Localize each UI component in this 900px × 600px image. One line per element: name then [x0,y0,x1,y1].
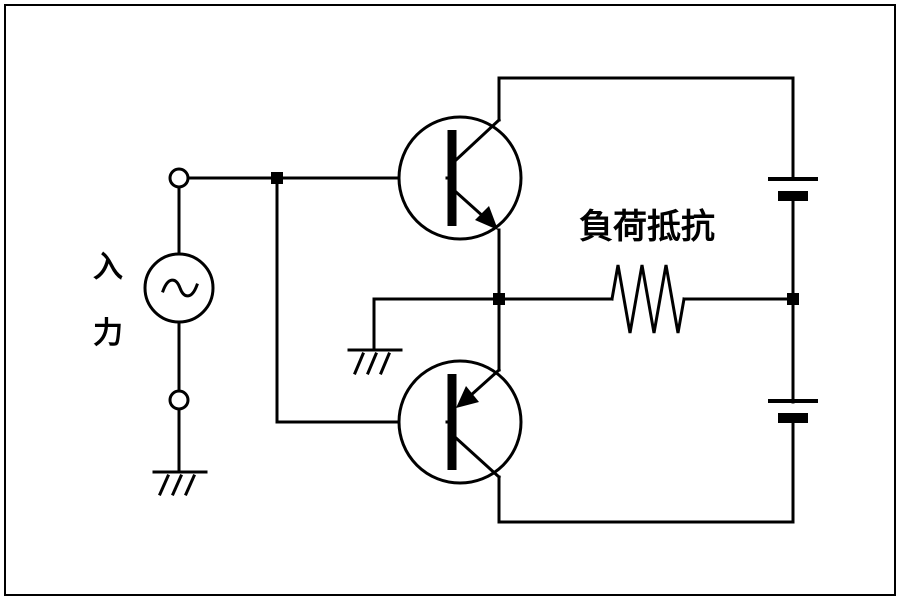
battery-bottom [768,399,818,423]
junction-dot-center [493,293,505,305]
load-resistor [610,264,686,334]
junction-dot-input [271,172,283,184]
input-terminal-bottom [168,389,190,411]
ground-symbol-input [152,470,208,496]
battery-top [768,177,818,201]
input-terminal-top [168,167,190,189]
input-label-char-2: 力 [93,316,123,351]
load-resistor-label: 負荷抵抗 [579,207,715,247]
pnp-transistor [397,359,523,485]
output-wiring [372,76,795,524]
input-label-char-1: 入 [93,250,123,285]
ground-symbol-center [347,348,403,375]
junction-dot-right [787,293,799,305]
frame-border [4,4,896,596]
npn-transistor [397,115,523,241]
ac-source [143,252,215,324]
